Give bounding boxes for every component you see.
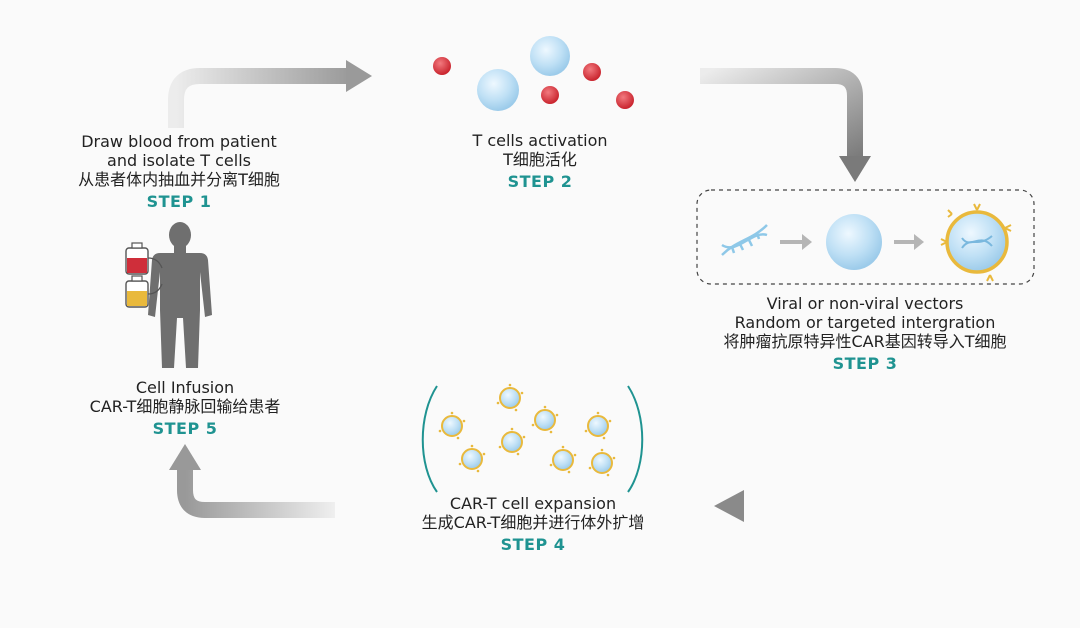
arrow-step3-to-step4	[714, 490, 850, 522]
step3-title-line2: Random or targeted intergration	[734, 313, 996, 332]
car-t-cell-icon	[588, 448, 616, 477]
step2-badge: STEP 2	[507, 172, 573, 191]
transduction-box	[696, 189, 1035, 285]
step5-badge: STEP 5	[152, 419, 218, 438]
human-figure-icon	[148, 222, 212, 368]
car-t-cell-icon	[584, 411, 612, 440]
red-blood-cell-icon	[541, 86, 559, 104]
arrow-step1-to-step2	[168, 60, 372, 128]
step4-label: CAR-T cell expansion 生成CAR-T细胞并进行体外扩增 ST…	[378, 494, 688, 554]
step5-title-line1: Cell Infusion	[135, 378, 235, 397]
step2-title-line1: T cells activation	[472, 131, 608, 150]
t-cell-icon	[826, 214, 882, 270]
expansion-cells	[421, 383, 644, 493]
car-t-cell-icon	[438, 411, 466, 440]
t-cell-icon	[530, 36, 570, 76]
red-blood-cell-icon	[583, 63, 601, 81]
arrow-right-icon	[780, 234, 812, 250]
car-t-cell-icon	[940, 203, 1012, 282]
arrow-step2-to-step3	[700, 68, 871, 182]
step1-title-line2: and isolate T cells	[107, 151, 251, 170]
step1-label: Draw blood from patient and isolate T ce…	[36, 132, 322, 211]
blood-bag-icon	[125, 242, 163, 308]
step5-title-zh: CAR-T细胞静脉回输给患者	[89, 397, 281, 416]
car-t-cell-icon	[458, 444, 486, 473]
t-cell-icon	[477, 69, 519, 111]
step3-label: Viral or non-viral vectors Random or tar…	[680, 294, 1050, 373]
step1-title-zh: 从患者体内抽血并分离T细胞	[78, 170, 280, 189]
activation-cells	[433, 36, 634, 111]
step4-badge: STEP 4	[500, 535, 566, 554]
step3-title-zh: 将肿瘤抗原特异性CAR基因转导入T细胞	[723, 332, 1007, 351]
step4-title-line1: CAR-T cell expansion	[449, 494, 617, 513]
car-t-cell-icon	[496, 383, 524, 412]
step2-label: T cells activation T细胞活化 STEP 2	[420, 131, 660, 191]
bracket-right	[627, 385, 644, 493]
step2-title-zh: T细胞活化	[503, 150, 577, 169]
car-t-cell-icon	[531, 405, 559, 434]
dna-helix-icon	[721, 224, 768, 256]
arrow-step4-to-step5	[169, 444, 335, 518]
red-blood-cell-icon	[616, 91, 634, 109]
red-blood-cell-icon	[433, 57, 451, 75]
car-t-cell-icon	[549, 445, 577, 474]
step4-title-zh: 生成CAR-T细胞并进行体外扩增	[421, 513, 645, 532]
bracket-left	[421, 385, 438, 493]
car-t-cell-icon	[498, 427, 526, 456]
step1-title-line1: Draw blood from patient	[81, 132, 277, 151]
step3-title-line1: Viral or non-viral vectors	[766, 294, 964, 313]
step3-badge: STEP 3	[832, 354, 898, 373]
step1-badge: STEP 1	[146, 192, 212, 211]
step5-label: Cell Infusion CAR-T细胞静脉回输给患者 STEP 5	[50, 378, 320, 438]
arrow-right-icon	[894, 234, 924, 250]
